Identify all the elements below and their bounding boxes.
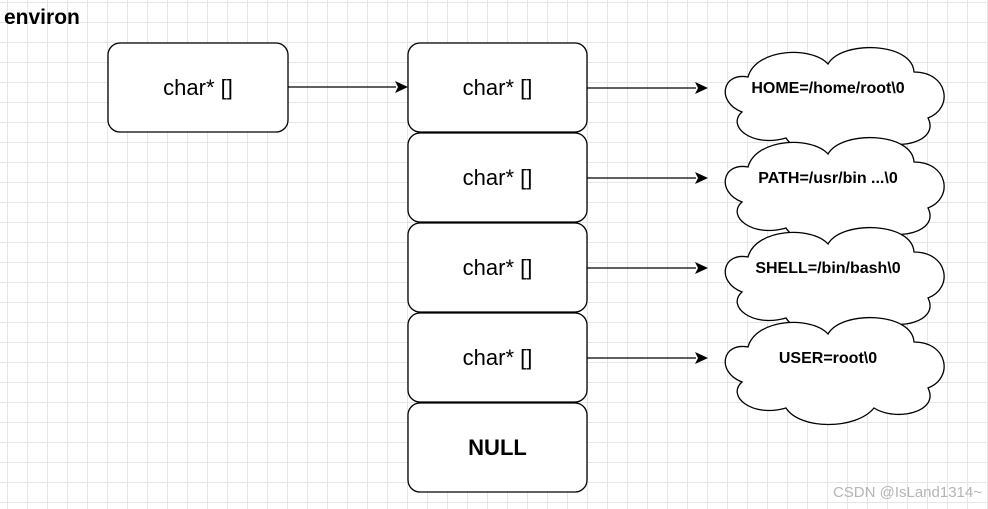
source-to-array-arrow: [288, 81, 408, 93]
array-cell-label: char* []: [463, 75, 533, 100]
array-cell-label: char* []: [463, 255, 533, 280]
watermark-text: CSDN @IsLand1314~: [832, 484, 982, 501]
diagram-title: environ: [4, 6, 80, 29]
array-cell-3: char* []: [407, 312, 588, 403]
environ-array: char* [] char* [] char* [] char* [] NULL: [407, 42, 588, 493]
env-string-cloud-home: HOME=/home/root\0: [724, 46, 945, 156]
env-string-cloud-user: USER=root\0: [724, 316, 945, 426]
env-string-label: USER=root\0: [779, 350, 877, 367]
array-cell-2: char* []: [407, 222, 588, 313]
env-string-label: HOME=/home/root\0: [751, 80, 904, 97]
source-pointer-label: char* []: [163, 75, 233, 100]
cell-2-arrow: [587, 262, 708, 274]
array-cell-label: char* []: [463, 345, 533, 370]
env-string-cloud-path: PATH=/usr/bin ...\0: [724, 136, 945, 246]
cell-3-arrow: [587, 352, 708, 364]
cell-1-arrow: [587, 172, 708, 184]
array-cell-1: char* []: [407, 132, 588, 223]
env-string-label: PATH=/usr/bin ...\0: [758, 170, 898, 187]
array-cell-0: char* []: [407, 42, 588, 133]
source-pointer-box: char* []: [107, 42, 289, 133]
cell-0-arrow: [587, 82, 708, 94]
null-terminator-label: NULL: [468, 435, 527, 460]
env-string-label: SHELL=/bin/bash\0: [755, 260, 900, 277]
env-string-cloud-shell: SHELL=/bin/bash\0: [724, 226, 945, 336]
array-cell-label: char* []: [463, 165, 533, 190]
array-cell-null: NULL: [407, 402, 588, 493]
